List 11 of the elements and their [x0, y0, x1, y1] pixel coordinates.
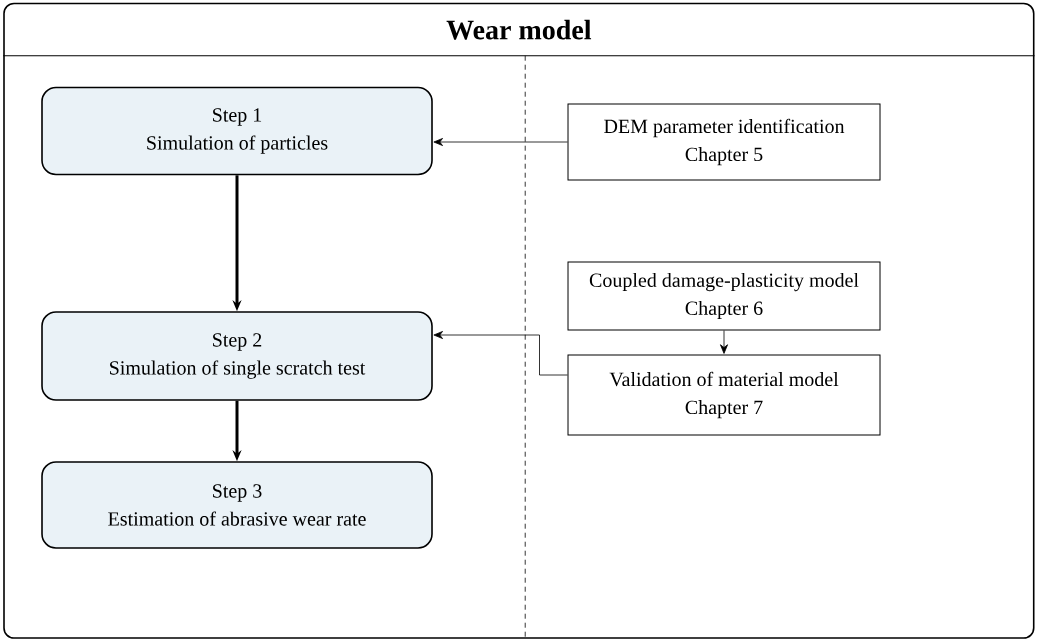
arrow — [720, 330, 728, 354]
process-box: Step 2 Simulation of single scratch test — [41, 311, 433, 401]
chapter-box: Validation of material model Chapter 7 — [567, 354, 881, 436]
chapter-box: DEM parameter identification Chapter 5 — [567, 103, 881, 181]
arrow — [433, 138, 568, 146]
process-box: Step 3 Estimation of abrasive wear rate — [41, 461, 433, 549]
arrow — [433, 331, 568, 376]
process-box: Step 1 Simulation of particles — [41, 86, 433, 176]
frame-box — [3, 2, 1035, 639]
chapter-box: Coupled damage-plasticity model Chapter 6 — [567, 261, 881, 331]
title: Wear model — [446, 19, 592, 40]
